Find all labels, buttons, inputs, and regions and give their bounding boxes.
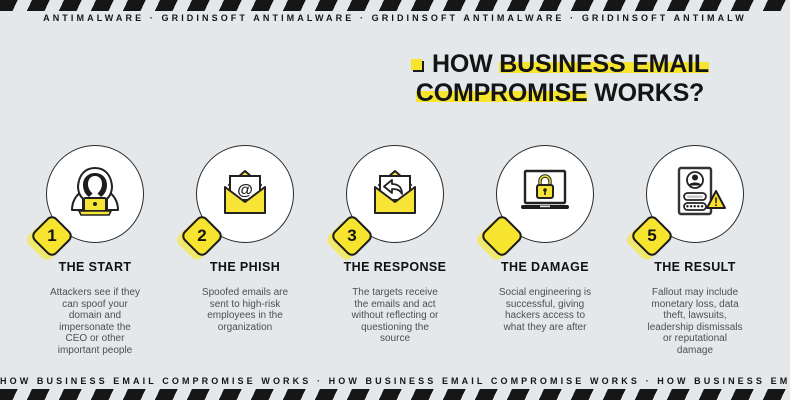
envelope-reply-icon	[374, 170, 416, 214]
step-3-number-badge: 3	[324, 213, 375, 263]
step-1-description: Attackers see if they can spoof your dom…	[49, 287, 141, 356]
step-2-number-badge: 2	[174, 213, 225, 263]
step-5-description: Fallout may include monetary loss, data …	[647, 287, 743, 356]
svg-text:!: !	[714, 195, 718, 209]
step-5: ••••• ! 5 THE RESULT Fallout may include…	[620, 145, 770, 356]
page-title: HOW BUSINESS EMAIL COMPROMISE WORKS?	[362, 50, 758, 108]
title-line1-pre: HOW	[432, 50, 500, 78]
title-line-1: HOW BUSINESS EMAIL	[362, 50, 758, 79]
step-1-title: THE START	[58, 260, 132, 274]
step-1-number: 1	[47, 226, 57, 245]
step-4-title: THE DAMAGE	[500, 260, 590, 274]
step-4: THE DAMAGE Social engineering is success…	[470, 145, 620, 356]
step-5-title: THE RESULT	[654, 260, 736, 274]
hacker-laptop-icon	[71, 166, 119, 216]
step-3: 3 THE RESPONSE The targets receive the e…	[320, 145, 470, 356]
step-2-number: 2	[197, 226, 207, 245]
step-5-circle: ••••• ! 5	[624, 145, 744, 263]
step-4-number	[484, 218, 520, 254]
laptop-lock-icon	[521, 169, 569, 209]
step-1: 1 THE START Attackers see if they can sp…	[20, 145, 170, 356]
envelope-at-icon: @	[224, 170, 266, 214]
step-3-circle: 3	[324, 145, 444, 263]
step-2-title: THE PHISH	[209, 260, 281, 274]
step-1-circle: 1	[24, 145, 144, 263]
title-line2-post: WORKS?	[587, 79, 705, 107]
step-2-description: Spoofed emails are sent to high-risk emp…	[201, 287, 289, 333]
title-line-2: COMPROMISE WORKS?	[362, 79, 758, 108]
step-4-description: Social engineering is successful, giving…	[498, 287, 592, 333]
step-4-number-badge	[474, 213, 525, 263]
title-line1-highlight: BUSINESS EMAIL	[499, 50, 709, 78]
steps-row: 1 THE START Attackers see if they can sp…	[20, 145, 770, 356]
hazard-stripes-top	[0, 0, 790, 11]
square-bullet-icon	[411, 59, 422, 70]
svg-text:•••••: •••••	[686, 202, 704, 212]
title-line2-highlight: COMPROMISE	[415, 79, 588, 107]
step-1-number-badge: 1	[24, 213, 75, 263]
step-3-description: The targets receive the emails and act w…	[351, 287, 439, 344]
step-4-circle	[474, 145, 594, 263]
top-marquee-text: ANTIMALWARE · GRIDINSOFT ANTIMALWARE · G…	[43, 13, 747, 23]
step-3-number: 3	[347, 226, 357, 245]
hazard-stripes-bottom	[0, 389, 790, 400]
bottom-marquee-text: HOW BUSINESS EMAIL COMPROMISE WORKS · HO…	[0, 376, 790, 386]
step-2-circle: @ 2	[174, 145, 294, 263]
step-2: @ 2 THE PHISH Spoofed emails are sent to…	[170, 145, 320, 356]
credentials-warning-icon: ••••• !	[677, 166, 726, 216]
step-5-number-badge: 5	[624, 213, 675, 263]
step-5-number: 5	[647, 226, 657, 245]
svg-text:@: @	[237, 182, 253, 199]
step-3-title: THE RESPONSE	[343, 260, 447, 274]
